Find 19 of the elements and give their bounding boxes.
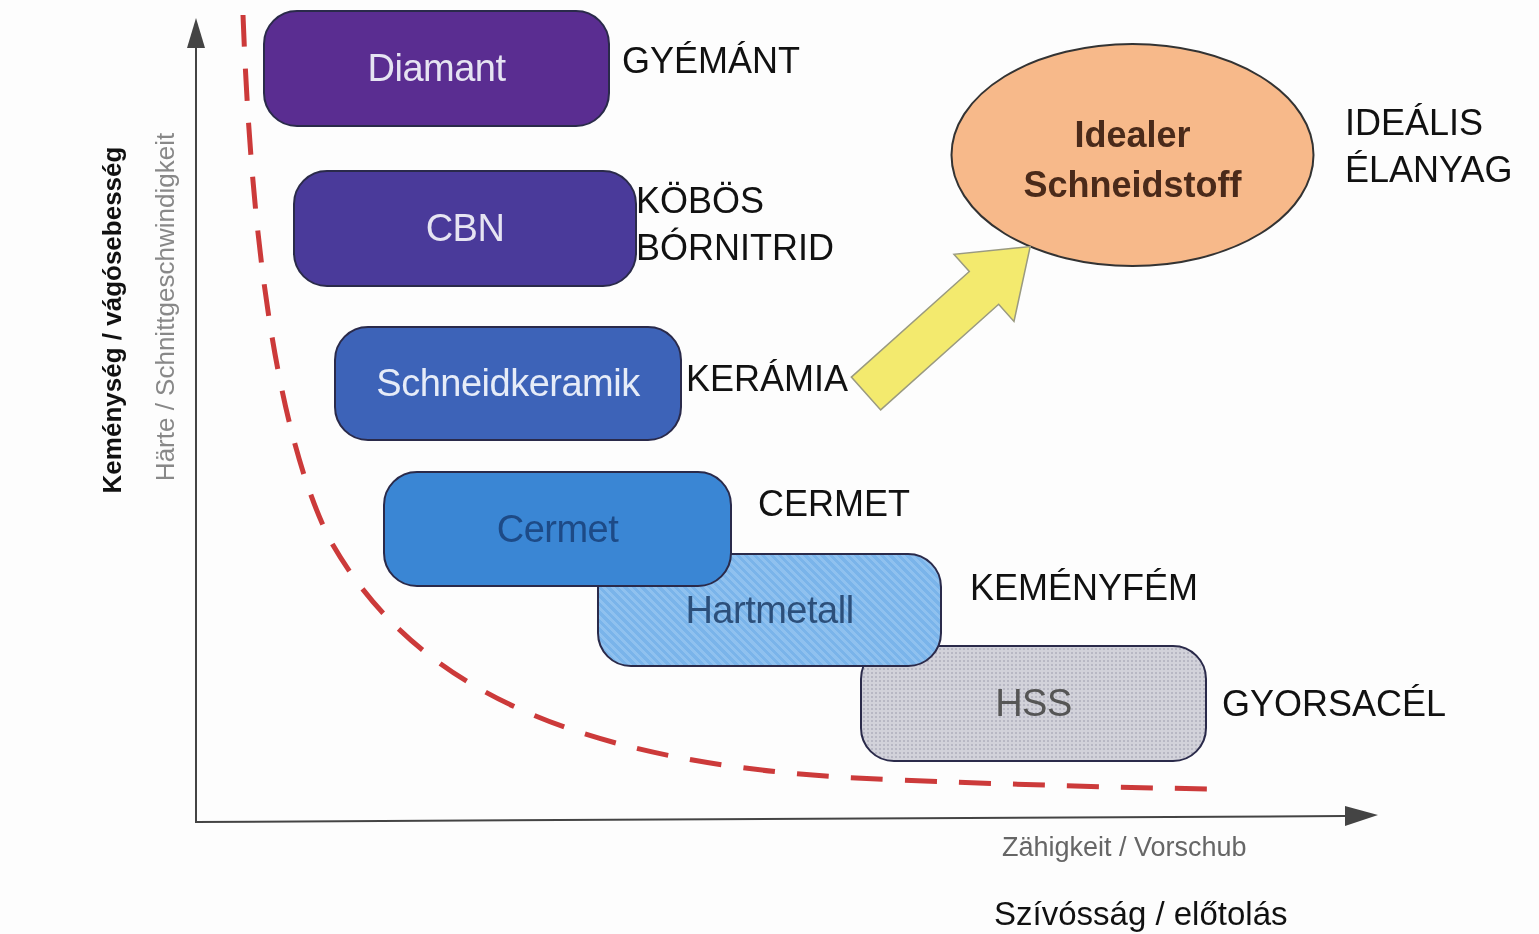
axis-title: Keménység / vágósebesség bbox=[96, 146, 128, 494]
material-name: Diamant bbox=[367, 47, 506, 90]
material-name: Hartmetall bbox=[685, 588, 854, 632]
hungarian-name: KERÁMIA bbox=[686, 357, 850, 401]
hungarian-name: KEMÉNYFÉM bbox=[970, 566, 1200, 610]
material-name: HSS bbox=[995, 682, 1072, 725]
material-name: Cermet bbox=[496, 507, 619, 551]
material-name: CBN bbox=[425, 207, 505, 250]
hungarian-name: KÖBÖS BÓRNITRID bbox=[636, 179, 835, 270]
axis-title: Zähigkeit / Vorschub bbox=[1002, 832, 1247, 863]
material-name: Schneidkeramik bbox=[376, 362, 640, 405]
axis-title: Härte / Schnittgeschwindigkeit bbox=[149, 132, 181, 482]
hungarian-name: GYÉMÁNT bbox=[622, 39, 801, 83]
block-arrow bbox=[850, 245, 1032, 411]
material-name: Idealer Schneidstoff bbox=[1022, 113, 1243, 208]
hungarian-name: GYORSACÉL bbox=[1222, 682, 1448, 726]
axis-title: Szívósság / előtolás bbox=[994, 895, 1288, 933]
hungarian-name: CERMET bbox=[758, 482, 911, 526]
hungarian-name: IDEÁLIS ÉLANYAG bbox=[1345, 101, 1514, 192]
